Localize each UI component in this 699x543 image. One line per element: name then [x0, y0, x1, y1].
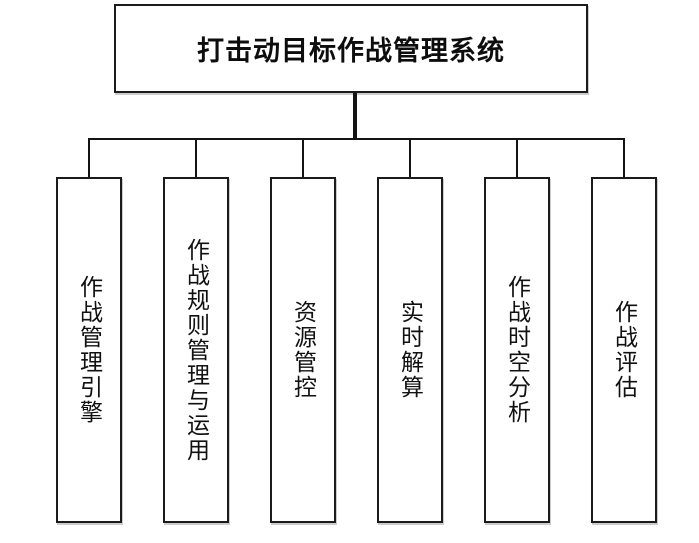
module-node-label: 实时解算 [397, 300, 424, 400]
module-node-combat-assessment: 作战评估 [591, 177, 657, 523]
module-node-resource-control: 资源管控 [270, 177, 336, 523]
connector-drop-3 [302, 139, 304, 177]
module-node-label: 作战管理引擎 [76, 275, 103, 425]
connector-drop-6 [623, 139, 625, 177]
module-node-realtime-computation: 实时解算 [377, 177, 443, 523]
module-node-combat-rules-management: 作战规则管理与运用 [163, 177, 229, 523]
connector-drop-2 [195, 139, 197, 177]
module-node-combat-management-engine: 作战管理引擎 [56, 177, 122, 523]
module-node-label: 作战规则管理与运用 [183, 237, 210, 463]
module-node-spatiotemporal-analysis: 作战时空分析 [484, 177, 550, 523]
connector-trunk [353, 93, 357, 138]
connector-drop-5 [516, 139, 518, 177]
module-node-label: 作战评估 [611, 300, 638, 400]
root-node: 打击动目标作战管理系统 [114, 4, 588, 93]
connector-drop-1 [88, 139, 90, 177]
connector-drop-4 [409, 139, 411, 177]
module-node-label: 资源管控 [290, 300, 317, 400]
module-node-label: 作战时空分析 [504, 275, 531, 425]
connector-horizontal-bar [88, 138, 625, 140]
root-node-title: 打击动目标作战管理系统 [197, 36, 505, 66]
